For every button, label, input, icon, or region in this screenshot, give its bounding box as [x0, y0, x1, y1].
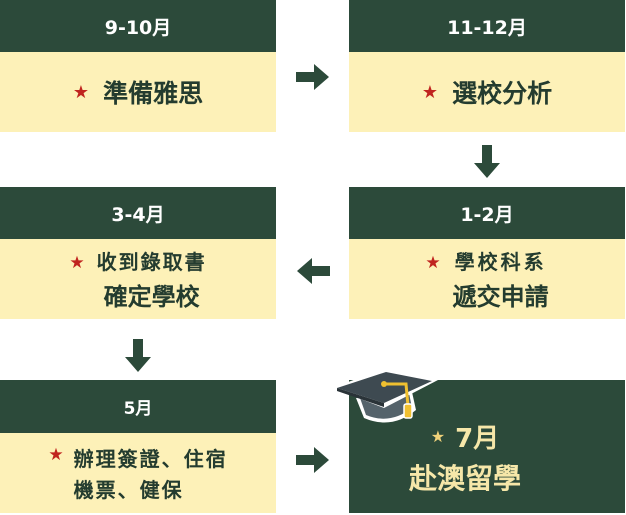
step-task-line: 收到錄取書 — [96, 250, 207, 274]
step-body: ★ 選校分析 — [349, 52, 625, 132]
step-card-9-10: 9-10月 ★ 準備雅思 — [0, 0, 276, 132]
arrow-right-icon — [296, 447, 330, 473]
arrow-down-icon — [125, 339, 151, 373]
step-task-line: 機票、健保 — [73, 478, 184, 502]
final-content: ★ 7月 赴澳留學 — [409, 418, 521, 497]
step-period: 11-12月 — [349, 0, 625, 52]
step-task-line: 確定學校 — [103, 283, 200, 311]
step-task-line: 學校科系 — [454, 250, 547, 274]
step-body: ★ 準備雅思 — [0, 52, 276, 132]
step-task-line: 遞交申請 — [452, 283, 549, 311]
step-task-lines: 收到錄取書 確定學校 — [97, 246, 207, 312]
final-label: 赴澳留學 — [409, 462, 522, 495]
star-icon: ★ — [430, 427, 446, 446]
graduation-cap-icon — [328, 362, 440, 432]
star-icon: ★ — [425, 253, 441, 273]
step-period: 1-2月 — [349, 187, 625, 239]
arrow-right-icon — [296, 64, 330, 90]
arrow-left-icon — [296, 258, 330, 284]
arrow-down-icon — [474, 145, 500, 179]
star-icon: ★ — [421, 81, 439, 103]
star-icon: ★ — [48, 445, 64, 465]
star-icon: ★ — [69, 253, 85, 273]
step-task: 準備雅思 — [103, 79, 204, 108]
step-card-1-2: 1-2月 ★ 學校科系 遞交申請 — [349, 187, 625, 319]
step-body: ★ 學校科系 遞交申請 — [349, 239, 625, 319]
step-task: 選校分析 — [452, 79, 553, 108]
step-task-lines: 辦理簽證、住宿 機票、健保 — [74, 443, 228, 503]
final-period: 7月 — [455, 424, 500, 454]
step-period: 3-4月 — [0, 187, 276, 239]
step-period: 5月 — [0, 380, 276, 433]
step-period: 9-10月 — [0, 0, 276, 52]
step-task-line: 辦理簽證、住宿 — [73, 447, 228, 471]
step-card-3-4: 3-4月 ★ 收到錄取書 確定學校 — [0, 187, 276, 319]
step-task-lines: 學校科系 遞交申請 — [453, 246, 549, 312]
step-body: ★ 收到錄取書 確定學校 — [0, 239, 276, 319]
step-body: ★ 辦理簽證、住宿 機票、健保 — [0, 433, 276, 513]
star-icon: ★ — [72, 81, 90, 103]
step-card-11-12: 11-12月 ★ 選校分析 — [349, 0, 625, 132]
step-card-5: 5月 ★ 辦理簽證、住宿 機票、健保 — [0, 380, 276, 513]
